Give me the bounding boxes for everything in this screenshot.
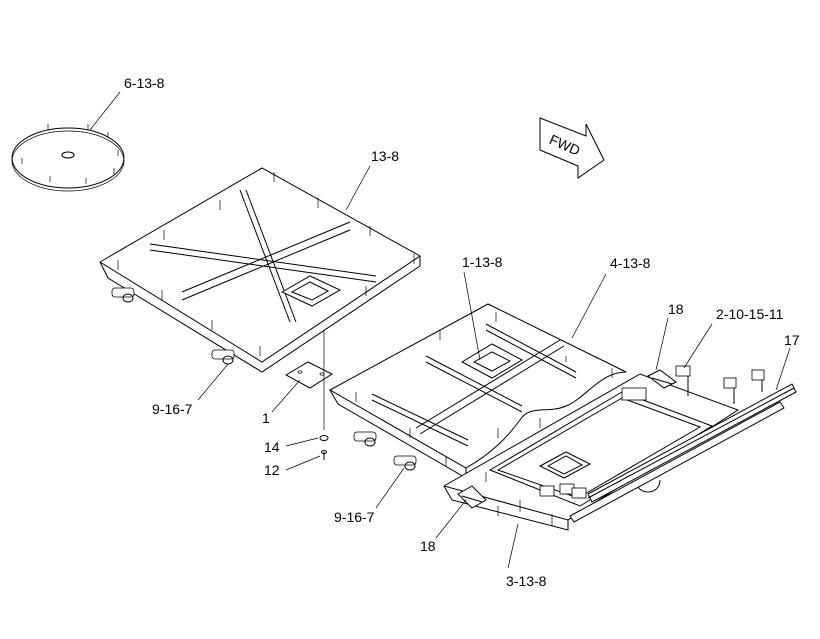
rail-part xyxy=(569,383,797,523)
callout-bracket-left: 18 xyxy=(420,538,436,554)
leader-lines xyxy=(89,91,791,569)
connector-lower-part xyxy=(353,431,417,471)
center-panel xyxy=(460,343,524,379)
callout-connector-upper: 9-16-7 xyxy=(152,401,193,417)
callout-cover-disc: 6-13-8 xyxy=(124,75,165,91)
screw-part xyxy=(321,450,327,460)
callout-rear-panel: 3-13-8 xyxy=(506,573,547,589)
callout-plate: 1 xyxy=(262,410,270,426)
floor-panel xyxy=(328,303,627,479)
callout-labels: 6-13-8 13-8 1-13-8 4-13-8 18 2-10-15-11 … xyxy=(124,75,800,589)
bracket-right-part xyxy=(647,369,677,389)
callout-bracket-right: 18 xyxy=(668,301,684,317)
plate-part xyxy=(284,330,334,430)
washer-part xyxy=(319,435,329,441)
connector-upper-part xyxy=(111,287,235,365)
callout-upper-panel: 13-8 xyxy=(371,148,399,164)
floor-panel-studs xyxy=(355,312,613,466)
upper-panel-studs xyxy=(117,172,415,356)
callout-center-panel: 1-13-8 xyxy=(462,254,503,270)
callout-washer: 14 xyxy=(264,439,280,455)
callout-screw: 12 xyxy=(264,462,280,478)
upper-panel xyxy=(99,167,421,373)
callout-floor-panel: 4-13-8 xyxy=(610,255,651,271)
fitting-assembly-part xyxy=(539,365,765,499)
callout-fitting-assembly: 2-10-15-11 xyxy=(716,306,784,322)
callout-connector-lower: 9-16-7 xyxy=(334,509,375,525)
bracket-left-part xyxy=(457,485,487,509)
callout-rail: 17 xyxy=(784,332,800,348)
cover-disc xyxy=(11,124,125,192)
forward-arrow: FWD xyxy=(539,117,605,179)
